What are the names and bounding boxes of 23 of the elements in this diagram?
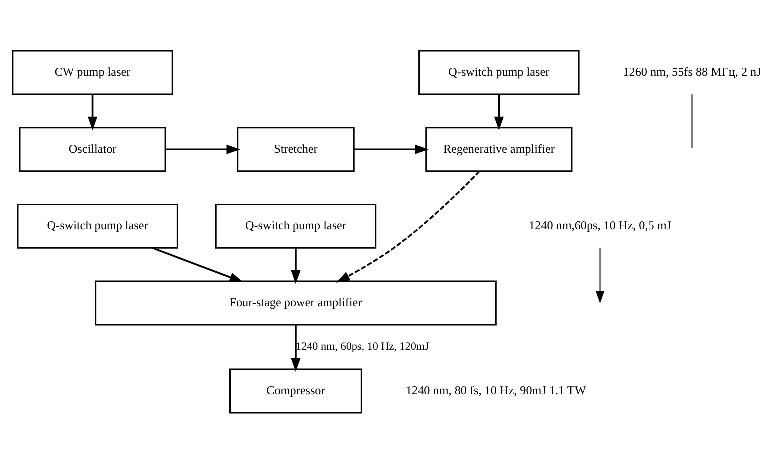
node-box: Q-switch pump laser	[215, 203, 377, 248]
arrow	[596, 248, 605, 304]
arrow	[166, 144, 240, 154]
label: 1240 nm, 80 fs, 10 Hz, 90mJ 1.1 TW	[406, 382, 586, 397]
arrow	[152, 246, 244, 282]
arrow	[494, 94, 504, 130]
arrow	[291, 324, 301, 372]
node-box: Compressor	[230, 368, 362, 414]
node-text: 1240 nm,60ps, 10 Hz, 0,5 mJ	[529, 218, 672, 232]
node-box: Q-switch pump laser	[17, 203, 178, 248]
node-box: CW pump laser	[12, 50, 174, 95]
node-box: Four-stage power amplifier	[95, 280, 497, 326]
node-text: 1260 nm, 55fs 88 МГц, 2 nJ	[623, 64, 762, 78]
node-box: Q-switch pump laser	[418, 50, 580, 95]
node-box: Regenerative amplifier	[426, 126, 573, 172]
node-box: Oscillator	[19, 126, 166, 172]
arrow	[88, 94, 98, 130]
arrow	[291, 248, 301, 284]
connector	[692, 94, 693, 148]
edge-label: 1240 nm, 60ps, 10 Hz, 120mJ	[296, 340, 430, 353]
node-box: Stretcher	[237, 126, 355, 172]
arrow	[336, 170, 480, 282]
arrow	[354, 144, 429, 154]
